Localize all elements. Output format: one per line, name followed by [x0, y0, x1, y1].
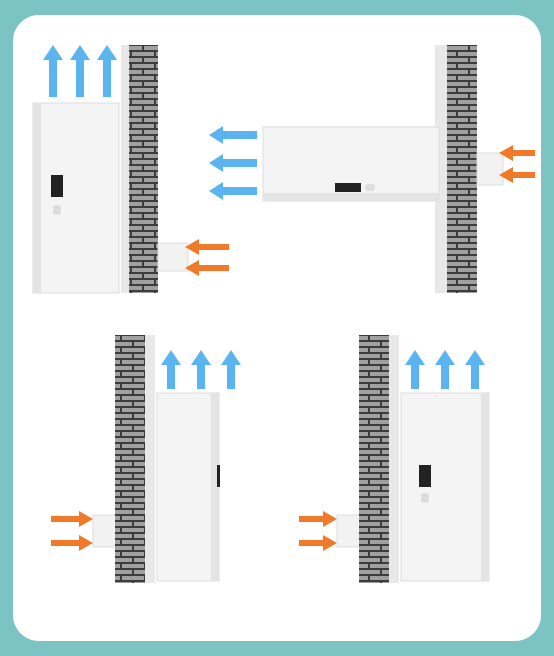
control-display-icon — [419, 465, 431, 487]
arrow-right-icon — [51, 535, 93, 551]
arrow-left-icon — [499, 145, 535, 161]
inflow-arrows — [185, 239, 229, 276]
arrow-left-icon — [209, 182, 257, 200]
brick-wall — [447, 45, 477, 293]
arrow-up-icon — [43, 45, 63, 97]
arrow-up-icon — [191, 350, 211, 389]
arrow-up-icon — [97, 45, 117, 97]
duct-pipe — [157, 242, 189, 272]
arrow-right-icon — [299, 535, 337, 551]
control-display-icon — [51, 175, 63, 197]
ventilation-unit — [400, 392, 490, 582]
brick-wall — [115, 335, 145, 583]
arrow-right-icon — [51, 511, 93, 527]
panel-floor-standing-left-vent — [23, 45, 253, 305]
inflow-arrows — [51, 511, 93, 551]
outflow-arrows — [405, 350, 485, 389]
panel-floor-standing-right-wall — [49, 335, 259, 587]
arrow-left-icon — [185, 239, 229, 255]
arrow-right-icon — [299, 511, 337, 527]
duct-pipe — [92, 514, 118, 548]
outflow-arrows — [209, 126, 257, 200]
inflow-arrows — [499, 145, 535, 183]
panel-wall-mounted-horizontal — [205, 45, 535, 295]
illustration-card — [13, 15, 541, 641]
arrow-left-icon — [209, 154, 257, 172]
duct-pipe — [336, 514, 362, 548]
panel-floor-standing-right-wall-2 — [297, 335, 513, 587]
outflow-arrows — [43, 45, 117, 97]
control-display-icon — [217, 465, 220, 487]
ventilation-unit — [156, 392, 220, 582]
ventilation-unit — [262, 126, 440, 202]
arrow-up-icon — [221, 350, 241, 389]
arrow-up-icon — [465, 350, 485, 389]
arrow-up-icon — [161, 350, 181, 389]
brick-wall — [359, 335, 389, 583]
ventilation-unit — [32, 102, 120, 294]
arrow-left-icon — [209, 126, 257, 144]
arrow-left-icon — [185, 260, 229, 276]
inflow-arrows — [299, 511, 337, 551]
arrow-up-icon — [405, 350, 425, 389]
duct-pipe — [476, 152, 504, 186]
arrow-left-icon — [499, 167, 535, 183]
arrow-up-icon — [70, 45, 90, 97]
control-display-icon — [335, 183, 361, 192]
outflow-arrows — [161, 350, 241, 389]
brick-wall — [128, 45, 158, 293]
arrow-up-icon — [435, 350, 455, 389]
